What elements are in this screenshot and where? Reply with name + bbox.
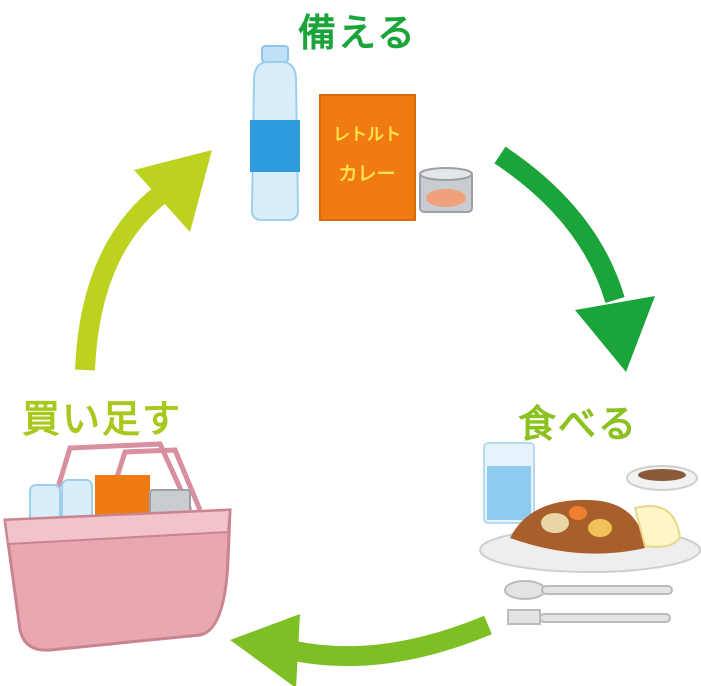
- water-bottle-icon: [250, 45, 300, 221]
- arrow-restock-to-prepare: [75, 150, 212, 371]
- curry-pack-text-line1: レトルト: [333, 125, 401, 145]
- shopping-basket-illustration: [3, 441, 232, 652]
- arrow-eat-to-restock: [230, 614, 492, 686]
- stockpile-illustration: レトルト カレー: [250, 45, 473, 221]
- small-sauce-bowl-icon: [626, 465, 698, 491]
- curry-rice-plate-icon: [479, 499, 701, 573]
- retort-curry-pack-icon: レトルト カレー: [319, 94, 416, 221]
- meal-illustration: [479, 442, 701, 625]
- water-glass-icon: [483, 442, 535, 524]
- arrow-prepare-to-eat: [494, 146, 655, 372]
- step-label-prepare: 備える: [298, 11, 417, 55]
- shopping-basket-icon: [3, 441, 232, 652]
- step-label-eat: 食べる: [518, 402, 639, 446]
- step-label-restock: 買い足す: [22, 397, 183, 441]
- spoon-icon: [504, 580, 673, 600]
- canned-food-icon: [419, 167, 473, 213]
- curry-pack-text-line2: カレー: [338, 163, 395, 185]
- fork-icon: [507, 609, 671, 625]
